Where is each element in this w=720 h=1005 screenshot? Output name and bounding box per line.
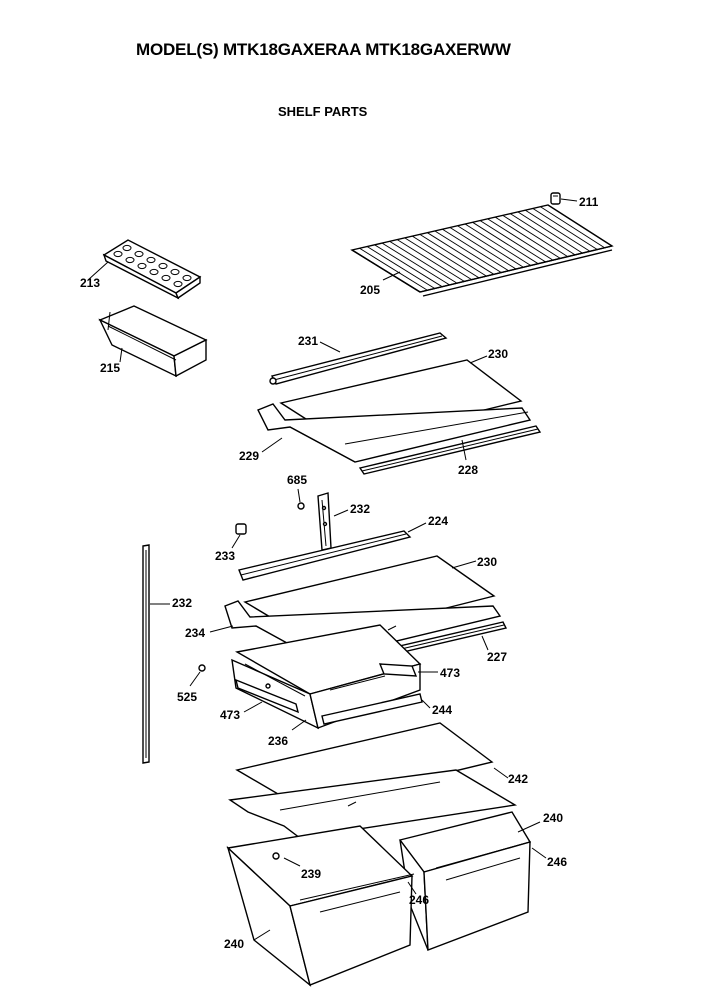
callout-211: 211 xyxy=(579,195,599,209)
part-231-front-trim xyxy=(269,332,448,385)
part-213-egg-tray xyxy=(87,239,202,300)
shelf-wire xyxy=(442,228,509,272)
callout-473-right: 473 xyxy=(440,666,460,680)
shelf-wire xyxy=(472,221,539,265)
part-205-wire-shelf xyxy=(350,204,614,297)
shelf-wire xyxy=(389,240,458,284)
callout-233: 233 xyxy=(215,549,235,563)
shelf-wire xyxy=(487,218,554,261)
callout-242: 242 xyxy=(508,772,528,786)
part-244-pan-rail xyxy=(321,693,431,725)
egg-cup xyxy=(161,274,171,282)
callout-239: 239 xyxy=(301,867,321,881)
shelf-wire xyxy=(502,215,568,257)
shelf-wire xyxy=(419,234,487,277)
shelf-wire xyxy=(366,246,436,289)
part-236-pan-housing xyxy=(231,624,422,731)
egg-cup xyxy=(149,268,159,276)
callout-205: 205 xyxy=(360,283,380,297)
egg-cup xyxy=(137,262,147,270)
callout-240-left: 240 xyxy=(224,937,244,951)
shelf-wire xyxy=(412,235,480,279)
egg-cup xyxy=(122,244,132,252)
callout-234: 234 xyxy=(185,626,205,640)
shelf-wire xyxy=(517,211,583,254)
callout-213: 213 xyxy=(80,276,100,290)
callout-228: 228 xyxy=(458,463,478,477)
egg-cup xyxy=(158,262,168,270)
part-224-front-trim-lower xyxy=(238,522,427,581)
shelf-wire xyxy=(479,220,546,263)
shelf-wire xyxy=(427,232,495,275)
shelf-wire xyxy=(404,237,472,280)
shelf-wire xyxy=(396,239,465,282)
egg-cup xyxy=(134,250,144,258)
shelf-wire xyxy=(457,225,524,268)
part-473-slide-right xyxy=(378,663,438,677)
shelf-wire xyxy=(532,208,598,250)
shelf-wire xyxy=(381,242,450,286)
callout-525: 525 xyxy=(177,690,197,704)
part-473-slide-left xyxy=(234,678,300,714)
egg-cup xyxy=(125,256,135,264)
callout-230-lower: 230 xyxy=(477,555,497,569)
part-232-center-bracket xyxy=(317,492,349,551)
egg-cup xyxy=(113,250,123,258)
callout-244: 244 xyxy=(432,703,452,717)
part-228-shelf-rail-upper xyxy=(358,425,542,475)
part-240-pan-right xyxy=(398,811,547,951)
shelf-wire xyxy=(494,216,561,259)
callout-229: 229 xyxy=(239,449,259,463)
egg-cup xyxy=(146,256,156,264)
callout-240-right: 240 xyxy=(543,811,563,825)
egg-cup xyxy=(170,268,180,276)
callout-232-side: 232 xyxy=(172,596,192,610)
callout-685: 685 xyxy=(287,473,307,487)
part-240-pan-left xyxy=(226,825,417,987)
part-229-shelf-frame-upper xyxy=(257,403,532,463)
shelf-wire xyxy=(359,247,428,291)
callout-215: 215 xyxy=(100,361,120,375)
callout-236: 236 xyxy=(268,734,288,748)
part-215-dairy-bin xyxy=(98,305,208,378)
shelf-wire xyxy=(540,206,605,249)
part-233-clip xyxy=(231,523,247,549)
part-232-side-rail xyxy=(142,544,170,764)
part-211-clip xyxy=(550,192,578,205)
part-525-screw xyxy=(189,664,206,687)
section-title: SHELF PARTS xyxy=(278,104,368,119)
callout-227: 227 xyxy=(487,650,507,664)
shelf-wire xyxy=(449,227,517,270)
callout-230-upper: 230 xyxy=(488,347,508,361)
shelf-wire xyxy=(525,209,591,252)
callout-224: 224 xyxy=(428,514,448,528)
callout-246-left: 246 xyxy=(409,893,429,907)
shelf-wire xyxy=(547,204,613,247)
shelf-wire xyxy=(510,213,576,256)
callout-246-right: 246 xyxy=(547,855,567,869)
shelf-wire xyxy=(434,230,502,273)
callout-231: 231 xyxy=(298,334,318,348)
model-title: MODEL(S) MTK18GAXERAA MTK18GAXERWW xyxy=(136,40,511,59)
callout-473-left: 473 xyxy=(220,708,240,722)
egg-cup xyxy=(173,280,183,288)
egg-cup xyxy=(182,274,192,282)
part-685-screw xyxy=(297,488,305,510)
shelf-wire xyxy=(374,244,443,288)
callout-232-center: 232 xyxy=(350,502,370,516)
shelf-wire xyxy=(464,223,532,266)
